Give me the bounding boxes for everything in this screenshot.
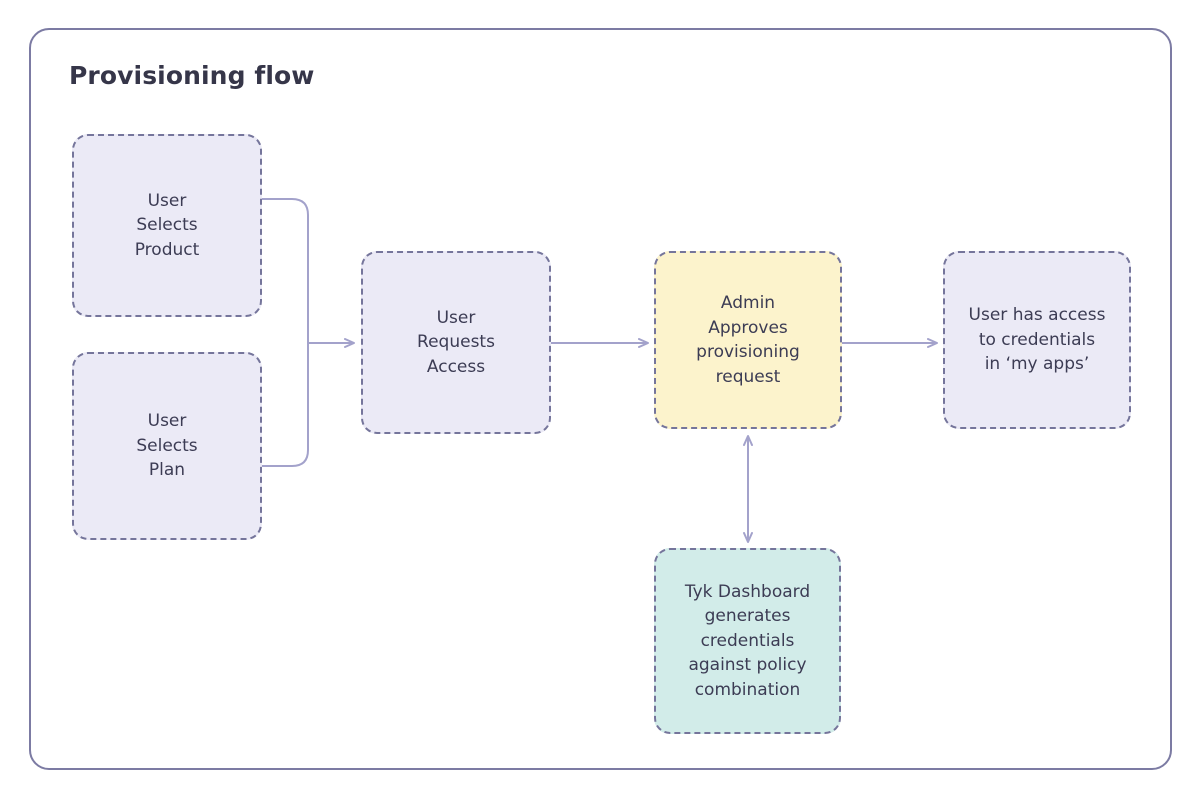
- diagram-frame: [29, 28, 1172, 770]
- node-label: User Requests Access: [417, 307, 495, 377]
- node-user-has-access[interactable]: User has access to credentials in ‘my ap…: [943, 251, 1131, 429]
- node-label: User Selects Plan: [136, 411, 198, 481]
- page-title: Provisioning flow: [69, 61, 315, 90]
- node-label: Tyk Dashboard generates credentials agai…: [684, 581, 811, 700]
- node-tyk-dashboard[interactable]: Tyk Dashboard generates credentials agai…: [654, 548, 841, 734]
- node-user-selects-product[interactable]: User Selects Product: [72, 134, 262, 317]
- node-label: User has access to credentials in ‘my ap…: [968, 305, 1106, 375]
- node-admin-approves[interactable]: Admin Approves provisioning request: [654, 251, 842, 429]
- node-user-selects-plan[interactable]: User Selects Plan: [72, 352, 262, 540]
- node-user-requests-access[interactable]: User Requests Access: [361, 251, 551, 434]
- node-label: User Selects Product: [134, 190, 200, 260]
- node-label: Admin Approves provisioning request: [696, 293, 800, 387]
